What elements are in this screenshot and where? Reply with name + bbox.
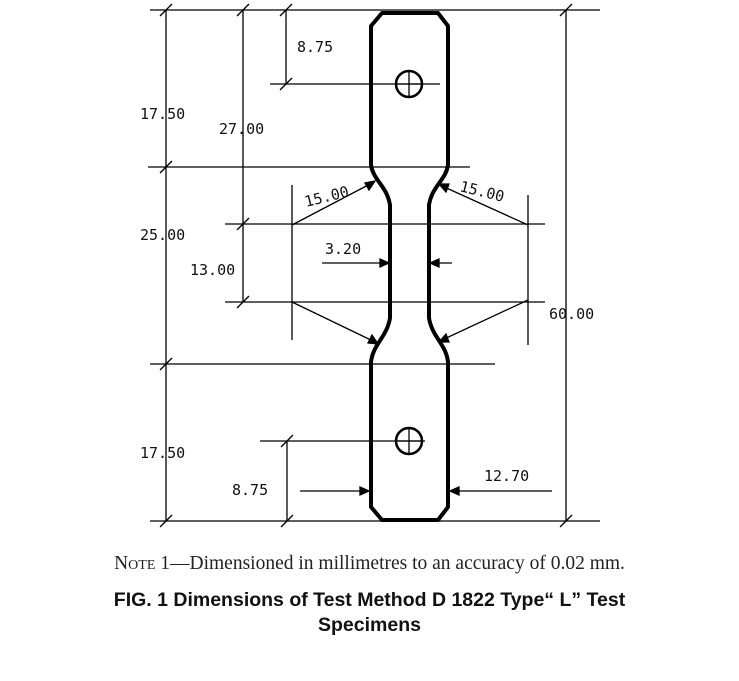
dim-fillet-radius-right: 15.00: [458, 177, 506, 205]
caption-line-2: Specimens: [318, 614, 421, 636]
dim-top-section-height: 17.50: [140, 105, 185, 123]
caption-line-1: FIG. 1 Dimensions of Test Method D 1822 …: [113, 589, 626, 611]
dim-end-width: 12.70: [484, 467, 529, 485]
dim-hole-bottom-offset: 8.75: [232, 481, 268, 499]
note-label: Note: [114, 553, 156, 574]
figure-note: Note 1—Dimensioned in millimetres to an …: [0, 553, 739, 575]
pointer-arrows: [291, 180, 552, 497]
dim-overall-length: 60.00: [549, 305, 594, 323]
specimen-outline: [369, 11, 450, 522]
specimen-drawing: 8.75 17.50 27.00 15.00 15.00 25.00 3.20 …: [140, 3, 600, 528]
dimension-lines: [165, 10, 567, 521]
figure-caption: FIG. 1 Dimensions of Test Method D 1822 …: [0, 588, 739, 638]
dim-hole-top-offset: 8.75: [297, 38, 333, 56]
dim-center-section-height: 25.00: [140, 226, 185, 244]
dim-gauge-length: 13.00: [190, 261, 235, 279]
dimension-ticks: [159, 3, 573, 528]
dim-gauge-width: 3.20: [325, 240, 361, 258]
dim-top-to-gauge-start: 27.00: [219, 120, 264, 138]
note-text: 1—Dimensioned in millimetres to an accur…: [160, 553, 625, 574]
dim-bottom-section-height: 17.50: [140, 444, 185, 462]
